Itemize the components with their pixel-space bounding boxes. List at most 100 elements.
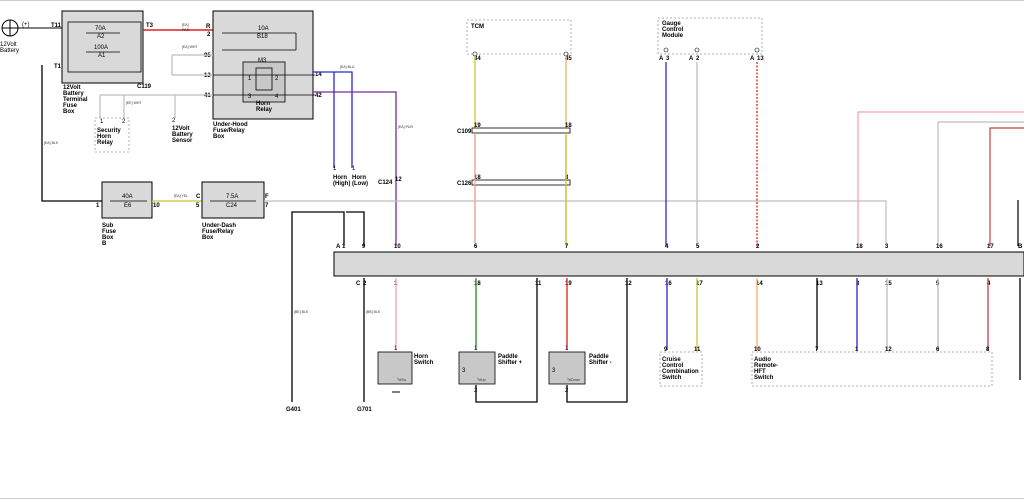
pd-pin-3: 3 bbox=[552, 368, 556, 374]
bus-bot-17: 17 bbox=[696, 281, 703, 287]
ud-pin-7: 7 bbox=[265, 203, 269, 209]
bus-top-9: 9 bbox=[362, 244, 366, 250]
pu-name-1: Paddle bbox=[498, 354, 518, 360]
cruise-name-4: Switch bbox=[662, 375, 682, 381]
sub-name-2: Fuse bbox=[102, 229, 117, 235]
bus-top-2: 2 bbox=[756, 244, 760, 250]
bus-top-3: 3 bbox=[885, 244, 889, 250]
bus-top-16: 16 bbox=[936, 244, 943, 250]
tcm-pin-34: 34 bbox=[474, 56, 481, 62]
terminal-name-4: Fuse bbox=[63, 103, 78, 109]
ud-pin-f: F bbox=[265, 194, 269, 200]
wl-red-2: RED bbox=[182, 28, 190, 32]
sub-name-4: B bbox=[102, 241, 107, 247]
relay-id: M3 bbox=[258, 58, 267, 64]
bus-conn-a: A bbox=[336, 244, 341, 250]
c109-pin-a: 19 bbox=[474, 123, 481, 129]
audio-pin-1: 1 bbox=[855, 347, 859, 353]
ground-g401: G401 bbox=[286, 407, 301, 413]
sensor-pin: 2 bbox=[172, 118, 176, 124]
fuse-a2-id: A2 bbox=[97, 34, 105, 40]
relay-pin-2: 2 bbox=[275, 76, 279, 82]
c109-pin-b: 18 bbox=[565, 123, 572, 129]
bus-conn-c: C bbox=[356, 281, 361, 287]
audio-pin-12: 12 bbox=[885, 347, 892, 353]
wl-pur: [EA] PUR bbox=[398, 125, 413, 129]
ud-pin-c: C bbox=[196, 194, 201, 200]
horn-sw-name-1: Horn bbox=[414, 354, 428, 360]
uh-pin-42: 42 bbox=[315, 93, 322, 99]
c126-pin-b: 3 bbox=[565, 175, 569, 181]
bus-bot-11: 11 bbox=[535, 281, 542, 287]
bus-top-7: 7 bbox=[565, 244, 569, 250]
terminal-name-2: Battery bbox=[63, 91, 84, 97]
tcm-pin-45: 45 bbox=[565, 56, 572, 62]
horn-sw-pin: 1 bbox=[394, 346, 398, 352]
relay-pin-3: 3 bbox=[248, 94, 252, 100]
wl-yel-a: [EA] YEL bbox=[174, 194, 188, 198]
terminal-name-5: Box bbox=[63, 109, 75, 115]
bus-bot-12: 12 bbox=[625, 281, 632, 287]
relay-name-1: Horn bbox=[256, 101, 270, 107]
horn-sw-sub: TrtSw bbox=[397, 378, 406, 382]
ud-fuse-amp: 7.5A bbox=[226, 194, 238, 200]
relay-pin-1: 1 bbox=[248, 76, 252, 82]
audio-name-1: Audio bbox=[754, 357, 771, 363]
horn-low-1: Horn bbox=[352, 175, 366, 181]
pu-sub: TrtUp bbox=[477, 378, 486, 382]
gauge-conn-a2: A bbox=[689, 56, 694, 62]
gauge-conn-a1: A bbox=[659, 56, 664, 62]
ud-pin-5: 5 bbox=[196, 203, 200, 209]
horn-low-pin: 1 bbox=[352, 166, 356, 172]
ud-name-2: Fuse/Relay bbox=[202, 229, 234, 235]
gauge-pin-2: 2 bbox=[696, 56, 700, 62]
cruise-name-1: Cruise bbox=[662, 357, 681, 363]
cruise-pin-9: 9 bbox=[664, 347, 668, 353]
sensor-name-3: Sensor bbox=[172, 138, 193, 144]
conn-c119: C119 bbox=[137, 84, 152, 90]
tcm: TCM 34 45 bbox=[466, 19, 572, 62]
terminal-name-1: 12Volt bbox=[63, 85, 81, 91]
audio-name-3: HFT bbox=[754, 369, 766, 375]
security-horn-relay: 1 2 Security Horn Relay bbox=[94, 117, 130, 153]
battery-pin: T11 bbox=[51, 23, 62, 29]
terminal-pin-t3: T3 bbox=[146, 23, 154, 29]
gauge-pin-3: 3 bbox=[666, 56, 670, 62]
sub-fuse-box: 40A E6 1 10 Sub Fuse Box B bbox=[96, 181, 160, 247]
horns: 1 1 Horn (High) Horn (Low) bbox=[333, 166, 368, 187]
relay-name-2: Relay bbox=[256, 107, 273, 113]
battery: (+) 12Volt Battery T11 bbox=[0, 19, 62, 54]
wl-blk-g1: [BE] BLK bbox=[294, 310, 309, 314]
pu-pin-3: 3 bbox=[462, 368, 466, 374]
fuse-a2-amp: 70A bbox=[95, 26, 106, 32]
gauge-name-2: Control bbox=[662, 27, 684, 33]
battery-label-2: Battery bbox=[0, 48, 19, 54]
fuse-a1-amp: 100A bbox=[94, 45, 108, 51]
terminal-fuse-box: 70A A2 100A A1 T3 T1 12Volt Battery Term… bbox=[54, 10, 154, 115]
audio-pin-6: 6 bbox=[936, 347, 940, 353]
uh-pin-13: 13 bbox=[204, 73, 211, 79]
bus-bot-15: 15 bbox=[885, 281, 892, 287]
cruise-name-3: Combination bbox=[662, 369, 699, 375]
horn-high-2: (High) bbox=[333, 181, 350, 187]
paddle-shifter-plus: 1 3 2 TrtUp Paddle Shifter + bbox=[458, 346, 523, 394]
pd-pin-2: 2 bbox=[565, 388, 569, 394]
gauge-name-3: Module bbox=[662, 33, 684, 39]
uh-name-1: Under-Hood bbox=[213, 122, 248, 128]
horn-switch: 1 TrtSw Horn Switch bbox=[377, 346, 434, 393]
wl-blu: [EA] BLU bbox=[340, 65, 355, 69]
bus-top-10: 10 bbox=[394, 244, 401, 250]
underdash-box: 7.5A C24 C 5 F 7 Under-Dash Fuse/Relay B… bbox=[196, 181, 269, 241]
bus-bot-13: 13 bbox=[816, 281, 823, 287]
bus-conn-b: B bbox=[1018, 244, 1023, 250]
uh-name-3: Box bbox=[213, 134, 225, 140]
gauge-conn-a3: A bbox=[750, 56, 755, 62]
uh-pin-14: 14 bbox=[315, 72, 322, 78]
bus-top-4: 4 bbox=[665, 244, 669, 250]
pd-pin-1: 1 bbox=[565, 346, 569, 352]
bus-bot-4: 4 bbox=[987, 281, 991, 287]
pu-pin-2: 2 bbox=[474, 388, 478, 394]
ground-g701: G701 bbox=[357, 407, 372, 413]
ud-fuse-id: C24 bbox=[226, 203, 238, 209]
